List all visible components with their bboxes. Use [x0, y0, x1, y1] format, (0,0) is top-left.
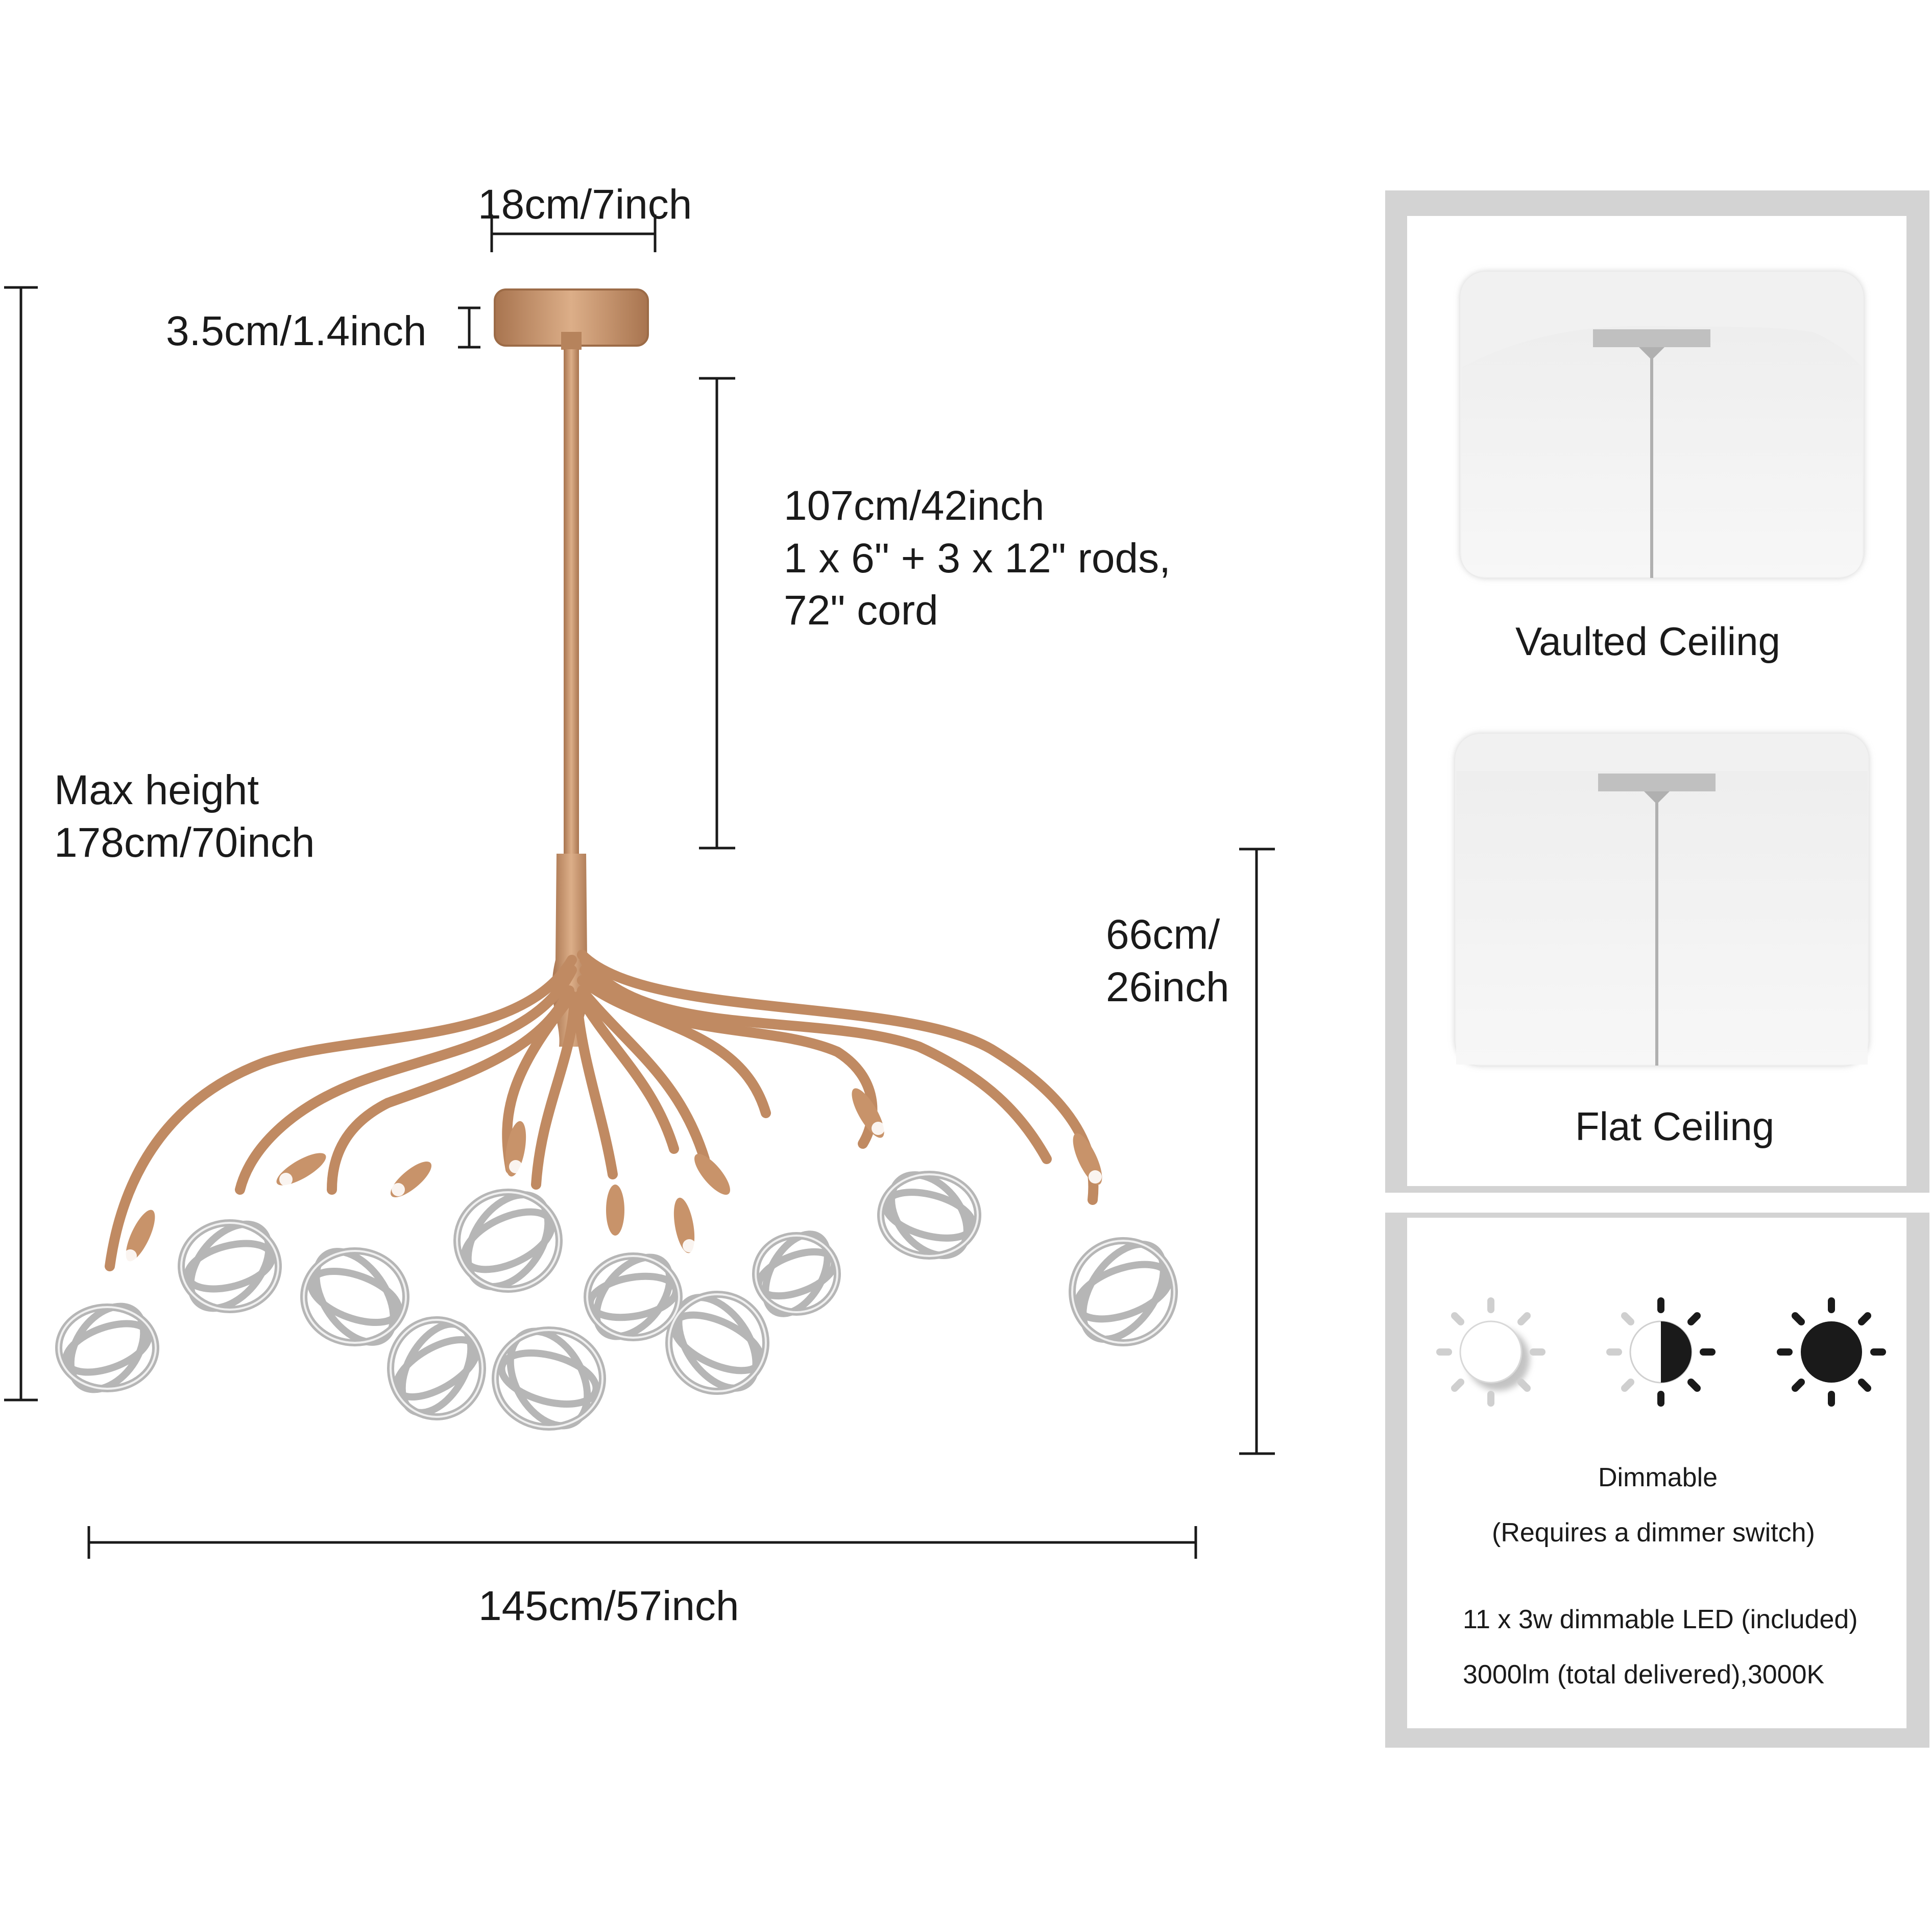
body-height-line: 26inch	[1106, 963, 1229, 1010]
flat-ceiling-icon	[1455, 734, 1869, 1066]
glass-knot	[387, 1316, 486, 1420]
dimension-lines	[4, 214, 1275, 1559]
max-height-line: Max height	[54, 767, 259, 813]
max-height-line: 178cm/70inch	[54, 819, 315, 866]
led-spec: 11 x 3w dimmable LED (included)	[1463, 1605, 1858, 1634]
vaulted-ceiling-icon	[1460, 272, 1864, 578]
arms	[105, 950, 1099, 1271]
vaulted-ceiling-label: Vaulted Ceiling	[1515, 619, 1780, 664]
rod-length-label: 107cm/42inch 1 x 6" + 3 x 12" rods, 72" …	[784, 480, 1171, 637]
dimmer-note: (Requires a dimmer switch)	[1492, 1518, 1815, 1548]
sun-bright-icon	[1436, 1297, 1545, 1407]
glass-knot	[492, 1326, 606, 1431]
canopy-height-label: 3.5cm/1.4inch	[166, 308, 427, 354]
glass-knot	[178, 1219, 282, 1313]
flat-ceiling-label: Flat Ceiling	[1575, 1104, 1775, 1149]
sun-half-icon	[1606, 1297, 1716, 1407]
rod-length-line: 72" cord	[784, 587, 938, 634]
chandelier-illustration	[55, 288, 1178, 1431]
body-height-line: 66cm/	[1106, 911, 1220, 958]
rod	[564, 349, 579, 855]
glass-knot	[453, 1189, 563, 1293]
dimmable-label: Dimmable	[1598, 1463, 1718, 1492]
body-height-label: 66cm/ 26inch	[1106, 909, 1229, 1013]
lumen-spec: 3000lm (total delivered),3000K	[1463, 1660, 1825, 1689]
max-height-label: Max height 178cm/70inch	[54, 764, 315, 869]
rod-length-line: 107cm/42inch	[784, 482, 1045, 529]
glass-knot	[55, 1302, 159, 1393]
canopy-width-label: 18cm/7inch	[478, 181, 692, 228]
glass-knot	[752, 1230, 841, 1317]
rod-length-line: 1 x 6" + 3 x 12" rods,	[784, 535, 1171, 582]
overall-width-label: 145cm/57inch	[478, 1583, 739, 1629]
glass-knot	[300, 1247, 409, 1346]
glass-knot	[1069, 1237, 1178, 1346]
sun-dark-icon	[1777, 1297, 1886, 1407]
glass-knot	[877, 1171, 981, 1260]
